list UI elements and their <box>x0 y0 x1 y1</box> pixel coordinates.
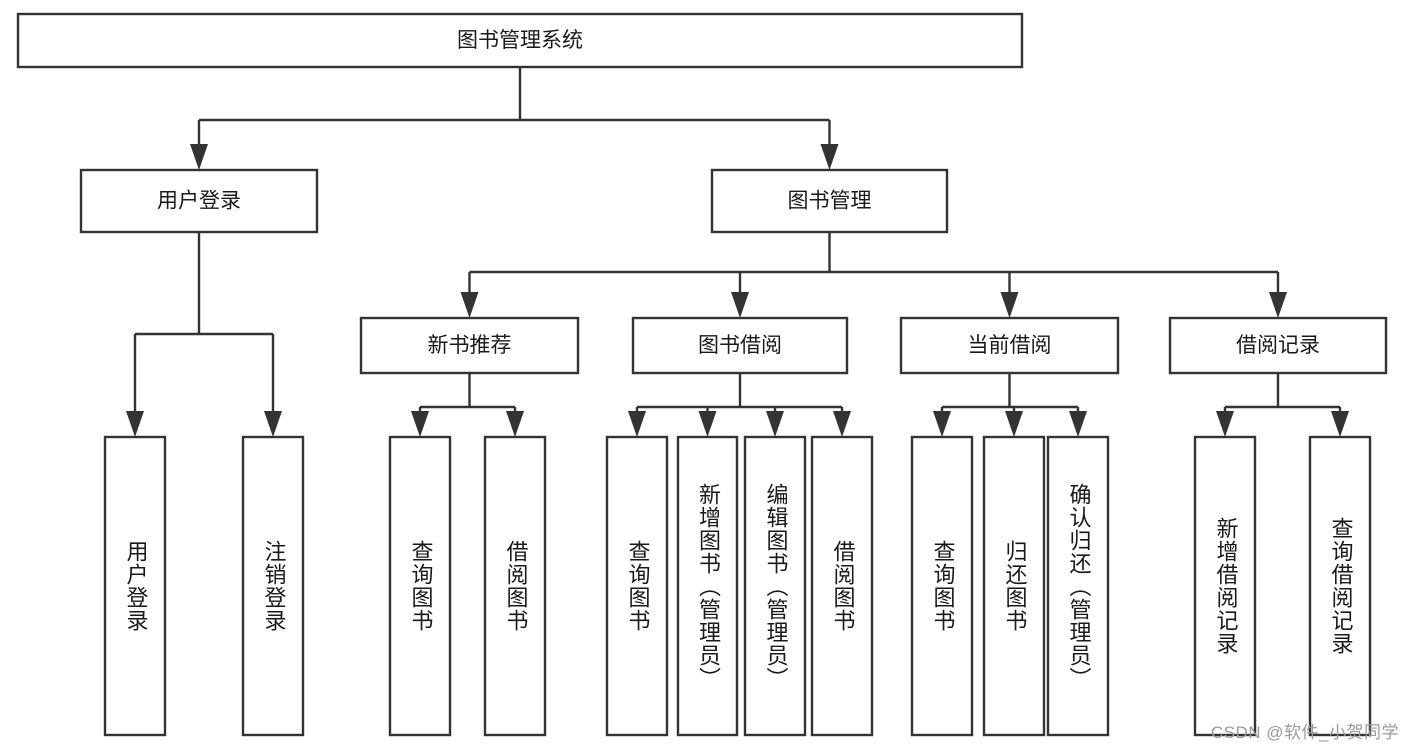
book-management-arrow-2 <box>1000 292 1019 318</box>
node-box-book-borrow[interactable] <box>631 316 849 375</box>
new-book-recommend-arrow-0 <box>411 411 429 437</box>
current-borrow-arrow-1 <box>1005 411 1023 437</box>
new-book-recommend-arrow-1 <box>506 411 524 437</box>
node-box-leaf-return-book[interactable] <box>982 435 1046 737</box>
root-arrow-0 <box>190 144 208 170</box>
node-box-borrow-record[interactable] <box>1168 316 1388 375</box>
node-label-book-management: 图书管理 <box>788 190 872 213</box>
node-label-user-login: 用户登录 <box>157 190 241 213</box>
watermark-text: CSDN @软件_小贺同学 <box>1210 723 1399 742</box>
user-login-arrow-0 <box>126 411 144 437</box>
node-label-root: 图书管理系统 <box>457 29 583 52</box>
node-box-leaf-add-book-admin[interactable] <box>676 435 739 737</box>
book-borrow-arrow-3 <box>833 411 851 437</box>
node-box-book-management[interactable] <box>710 168 949 234</box>
book-borrow-arrow-2 <box>766 411 784 437</box>
current-borrow-arrow-2 <box>1069 411 1087 437</box>
book-management-arrow-0 <box>460 292 479 318</box>
node-label-borrow-record: 借阅记录 <box>1236 334 1320 357</box>
root-arrow-1 <box>820 144 839 170</box>
borrow-record-arrow-1 <box>1331 411 1349 437</box>
node-box-root[interactable] <box>16 12 1024 69</box>
node-label-book-borrow: 图书借阅 <box>698 334 782 357</box>
node-box-new-book-recommend[interactable] <box>359 316 580 375</box>
book-management-arrow-1 <box>731 292 749 318</box>
node-box-leaf-borrow-book-2[interactable] <box>810 435 874 737</box>
node-label-current-borrow: 当前借阅 <box>968 334 1052 357</box>
node-box-leaf-confirm-return-admin[interactable] <box>1046 435 1110 737</box>
node-box-leaf-user-login[interactable] <box>103 435 167 737</box>
node-label-new-book-recommend: 新书推荐 <box>428 334 512 357</box>
node-box-leaf-borrow-book-1[interactable] <box>483 435 547 737</box>
node-box-current-borrow[interactable] <box>899 316 1120 375</box>
book-management-arrow-3 <box>1269 292 1287 318</box>
node-box-leaf-logout[interactable] <box>241 435 305 737</box>
node-box-leaf-query-book-2[interactable] <box>605 435 669 737</box>
node-box-leaf-query-book-3[interactable] <box>910 435 974 737</box>
node-box-leaf-query-borrow-record[interactable] <box>1308 435 1372 737</box>
book-borrow-arrow-0 <box>628 411 646 437</box>
node-box-leaf-edit-book-admin[interactable] <box>743 435 807 737</box>
connectors-layer <box>126 67 1349 437</box>
node-box-user-login[interactable] <box>79 168 319 234</box>
user-login-arrow-1 <box>264 411 282 437</box>
current-borrow-arrow-0 <box>933 411 951 437</box>
borrow-record-arrow-0 <box>1216 411 1234 437</box>
node-box-leaf-query-book-1[interactable] <box>388 435 452 737</box>
book-borrow-arrow-1 <box>698 411 717 437</box>
boxes-layer <box>16 12 1388 737</box>
node-box-leaf-add-borrow-record[interactable] <box>1193 435 1257 737</box>
